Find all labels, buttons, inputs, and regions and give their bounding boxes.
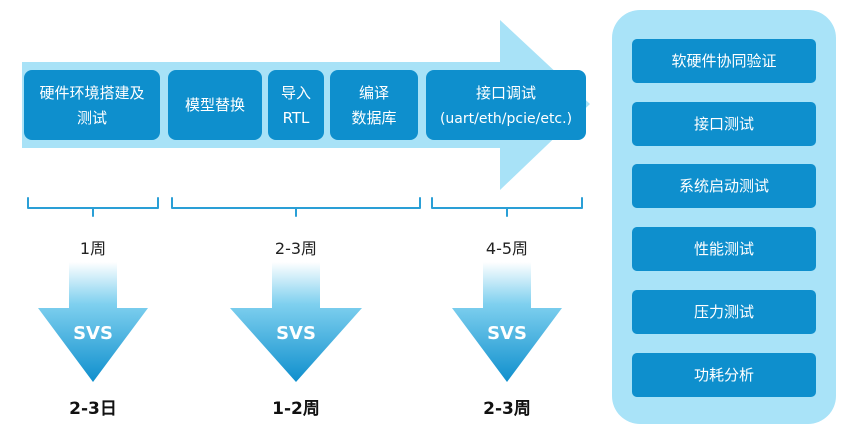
step-interface-debug: 接口调试 (uart/eth/pcie/etc.) — [426, 70, 586, 140]
step-interface-debug-line1: 接口调试 — [476, 84, 536, 102]
phase-1-result: 2-3日 — [69, 399, 117, 419]
side-item-label: 系统启动测试 — [679, 177, 769, 195]
phase-2-svs-label: SVS — [276, 323, 316, 344]
phase-3-down-arrow — [452, 262, 562, 382]
step-import-rtl: 导入 RTL — [268, 70, 324, 140]
side-item-label: 压力测试 — [694, 303, 754, 321]
step-model-replace: 模型替换 — [168, 70, 262, 140]
side-item-interface-test: 接口测试 — [632, 102, 816, 146]
step-compile-db-line1: 编译 — [359, 84, 389, 102]
side-item-power-analysis: 功耗分析 — [632, 353, 816, 397]
side-item-label: 接口测试 — [694, 115, 754, 133]
phase-2-down-arrow — [230, 262, 362, 382]
phase-1-down-arrow — [38, 262, 148, 382]
phase-1-duration: 1周 — [80, 239, 106, 258]
phase-3-result: 2-3周 — [483, 399, 531, 419]
step-compile-db-line2: 数据库 — [351, 109, 396, 127]
bracket-phase-1 — [27, 197, 159, 217]
side-item-stress-test: 压力测试 — [632, 290, 816, 334]
phase-3-duration: 4-5周 — [486, 239, 528, 258]
step-model-replace-label: 模型替换 — [185, 96, 245, 114]
side-item-label: 性能测试 — [694, 240, 754, 258]
side-item-label: 功耗分析 — [694, 366, 754, 384]
step-hardware-setup-line2: 测试 — [77, 109, 107, 127]
step-compile-db: 编译 数据库 — [330, 70, 418, 140]
step-import-rtl-line2: RTL — [283, 109, 310, 127]
step-hardware-setup: 硬件环境搭建及 测试 — [24, 70, 160, 140]
side-item-performance-test: 性能测试 — [632, 227, 816, 271]
side-item-hw-sw-coverification: 软硬件协同验证 — [632, 39, 816, 83]
side-item-label: 软硬件协同验证 — [671, 52, 776, 70]
phase-3-svs-label: SVS — [487, 323, 527, 344]
side-item-boot-test: 系统启动测试 — [632, 164, 816, 208]
step-interface-debug-line2: (uart/eth/pcie/etc.) — [440, 111, 572, 127]
step-hardware-setup-line1: 硬件环境搭建及 — [39, 84, 144, 102]
bracket-phase-3 — [431, 197, 583, 217]
bracket-phase-2 — [171, 197, 421, 217]
phase-2-result: 1-2周 — [272, 399, 320, 419]
step-import-rtl-line1: 导入 — [281, 84, 311, 102]
phase-2-duration: 2-3周 — [275, 239, 317, 258]
phase-1-svs-label: SVS — [73, 323, 113, 344]
